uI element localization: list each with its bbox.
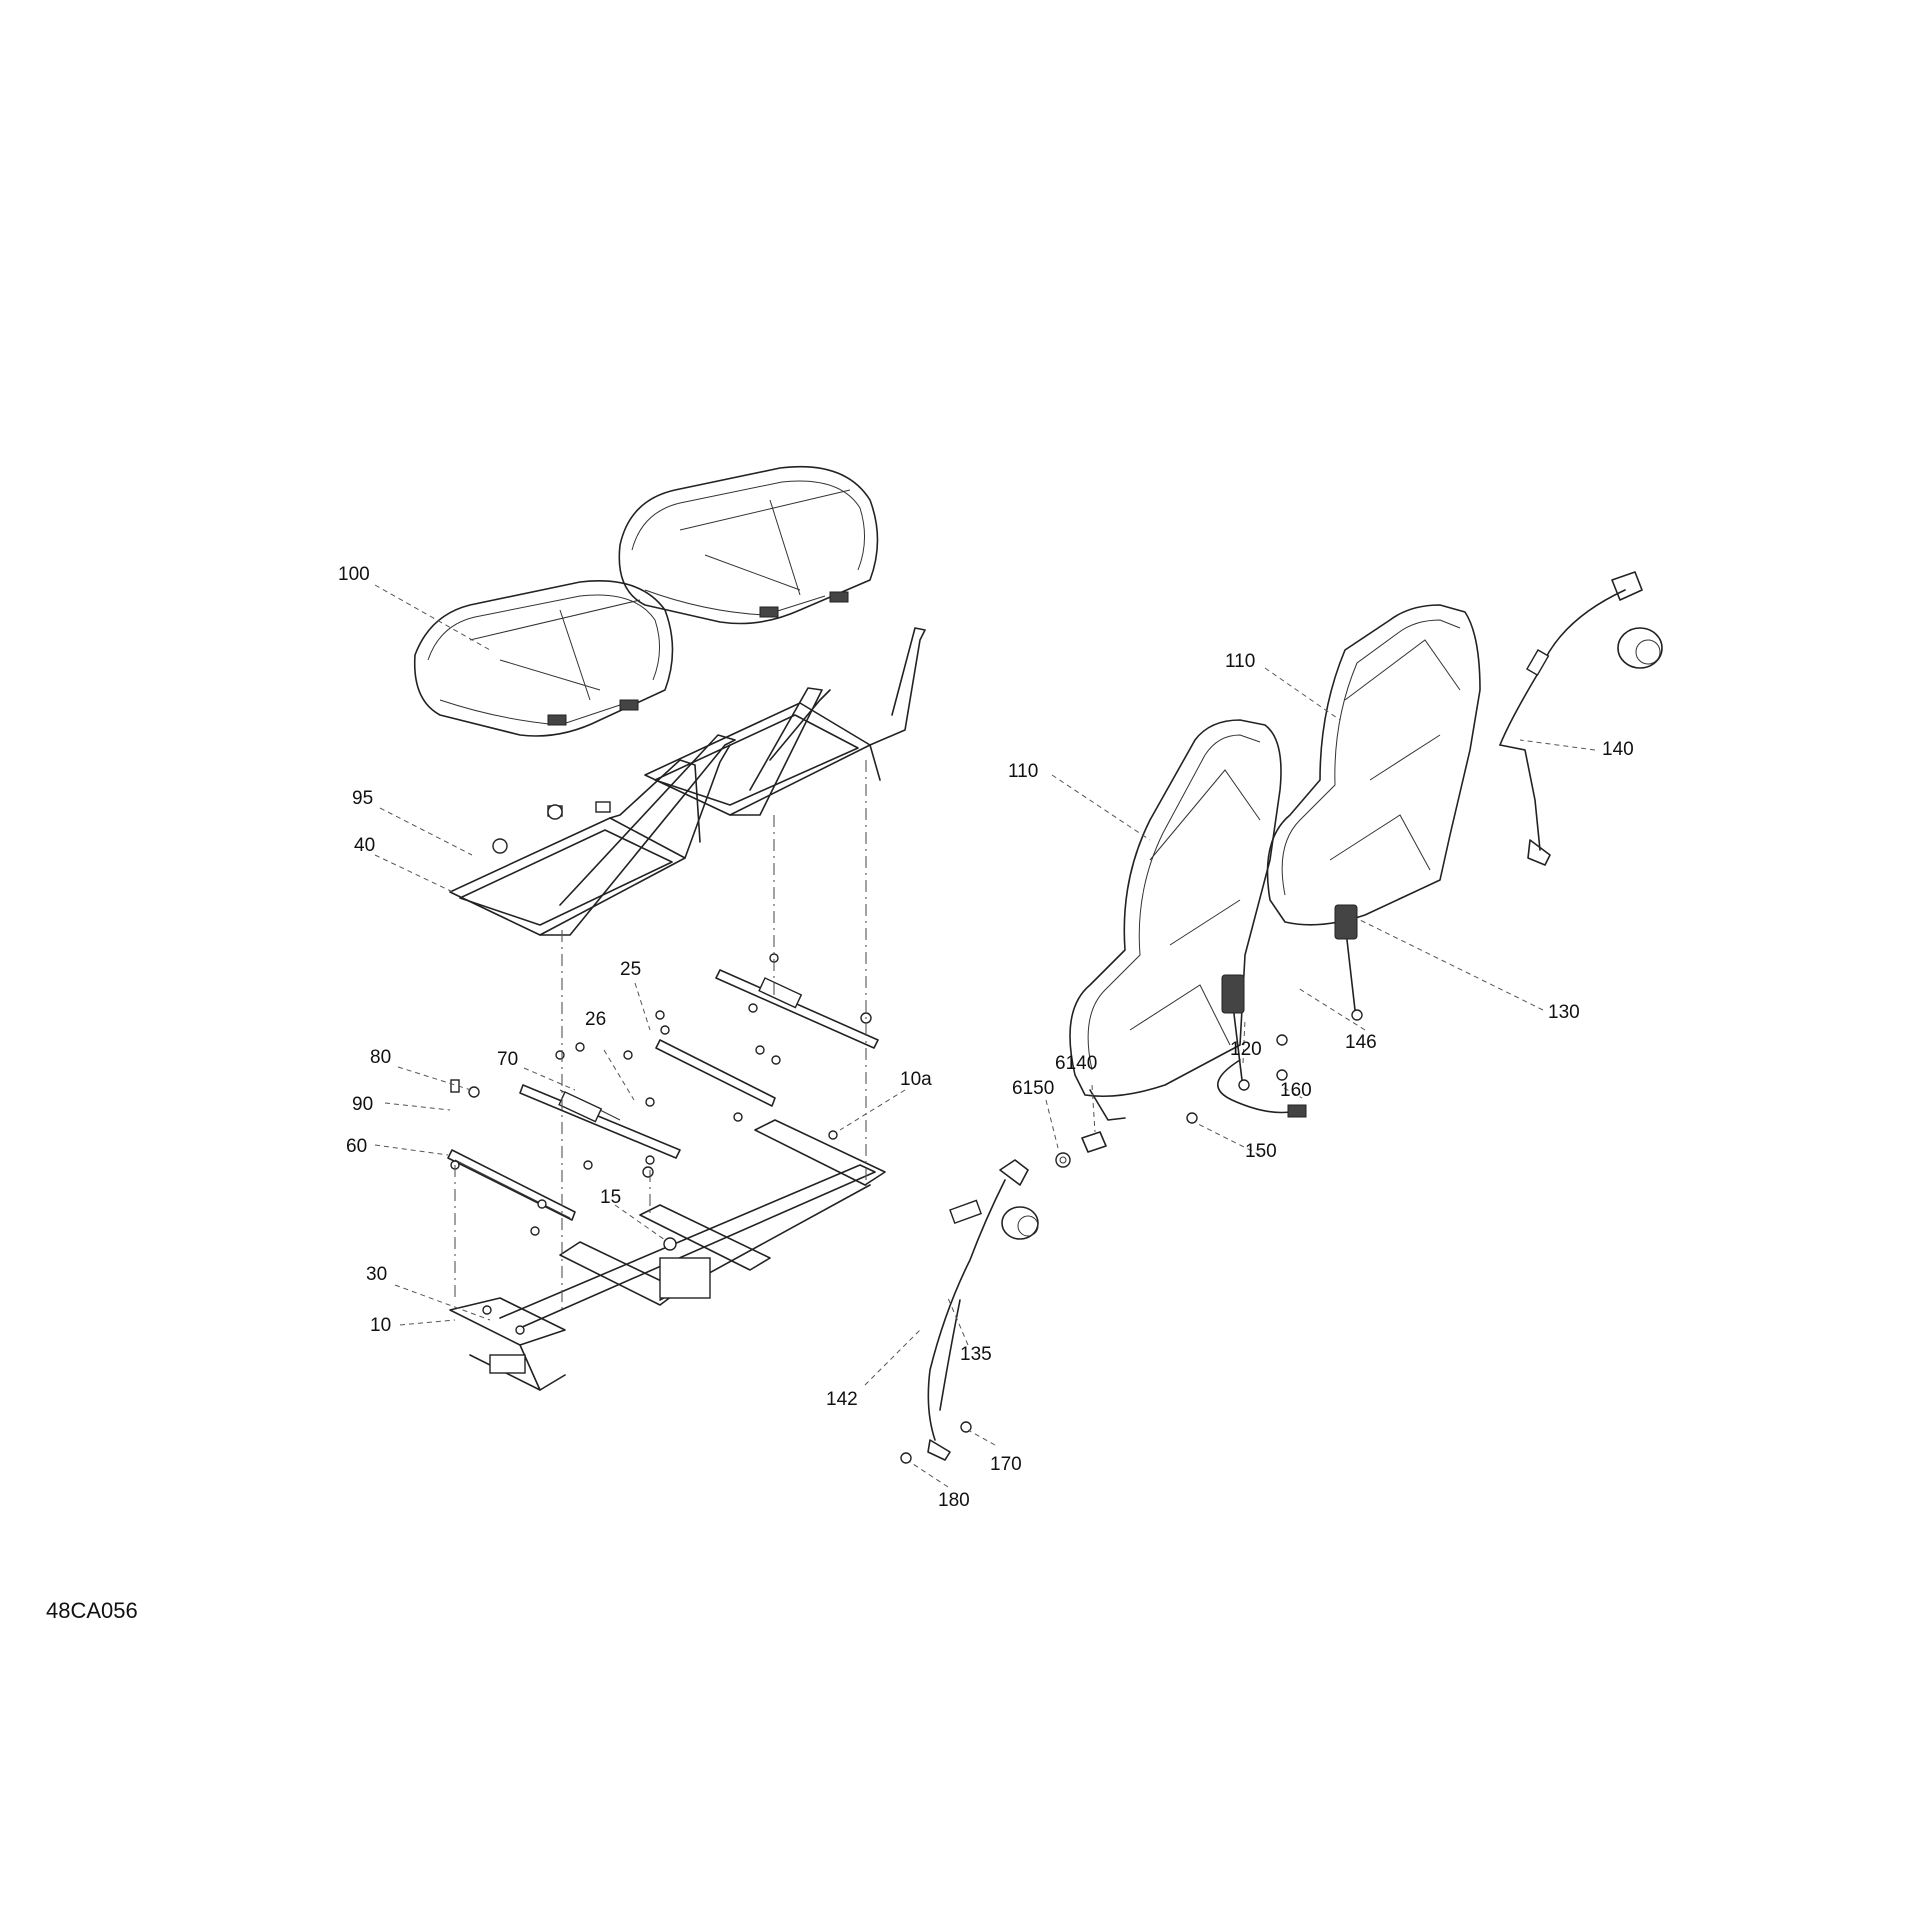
- hardware-170-180: [900, 1421, 972, 1464]
- hardware-6140-6150: [1055, 1131, 1107, 1168]
- callout-110-front: 110: [1008, 761, 1039, 782]
- seat-belt-retractor-right: [1499, 571, 1663, 866]
- callout-95: 95: [352, 788, 374, 809]
- callout-40: 40: [354, 835, 376, 856]
- callout-15: 15: [600, 1187, 622, 1208]
- seat-cushion-front: [413, 580, 674, 737]
- seat-belt-buckle-130: [1334, 904, 1363, 1021]
- diagram-code: 48CA056: [46, 1598, 138, 1623]
- seat-belt-retractor-left: [927, 1159, 1039, 1461]
- callout-10a: 10a: [900, 1069, 932, 1090]
- callout-leaders: [374, 584, 1596, 1488]
- callout-26: 26: [585, 1009, 607, 1030]
- callout-70: 70: [497, 1049, 519, 1070]
- callout-30: 30: [366, 1264, 388, 1285]
- callout-160: 160: [1280, 1080, 1312, 1101]
- slide-rail-right-rear: [715, 969, 879, 1049]
- callout-80: 80: [370, 1047, 392, 1068]
- slide-rail-left-rear: [519, 1084, 681, 1159]
- seat-backrest-front: [1069, 719, 1282, 1121]
- callout-25: 25: [620, 959, 642, 980]
- seat-frame-rear: [644, 627, 926, 816]
- slide-rail-right-front: [655, 1039, 776, 1107]
- callout-110-rear: 110: [1225, 651, 1256, 672]
- base-frame: [449, 1119, 886, 1391]
- callout-135: 135: [960, 1344, 992, 1365]
- callout-6150: 6150: [1012, 1078, 1055, 1099]
- fasteners: [450, 804, 872, 1335]
- callout-120: 120: [1230, 1039, 1262, 1060]
- callout-10: 10: [370, 1315, 392, 1336]
- callout-142: 142: [826, 1389, 858, 1410]
- seat-cushion-rear: [618, 465, 879, 625]
- seat-backrest-rear: [1266, 604, 1481, 926]
- callout-90: 90: [352, 1094, 374, 1115]
- callout-146: 146: [1345, 1032, 1377, 1053]
- callout-100: 100: [338, 564, 370, 585]
- alignment-lines: [454, 760, 867, 1310]
- callout-150: 150: [1245, 1141, 1277, 1162]
- callout-140: 140: [1602, 739, 1634, 760]
- callout-180: 180: [938, 1490, 970, 1511]
- seat-frame-front: [449, 734, 736, 936]
- callout-170: 170: [990, 1454, 1022, 1475]
- callout-6140: 6140: [1055, 1053, 1098, 1074]
- callout-130: 130: [1548, 1002, 1580, 1023]
- seat-belt-buckle-120: [1216, 974, 1307, 1118]
- bolts-146-150-160: [1186, 1034, 1288, 1124]
- callout-60: 60: [346, 1136, 368, 1157]
- slide-rail-left-front: [447, 1149, 576, 1221]
